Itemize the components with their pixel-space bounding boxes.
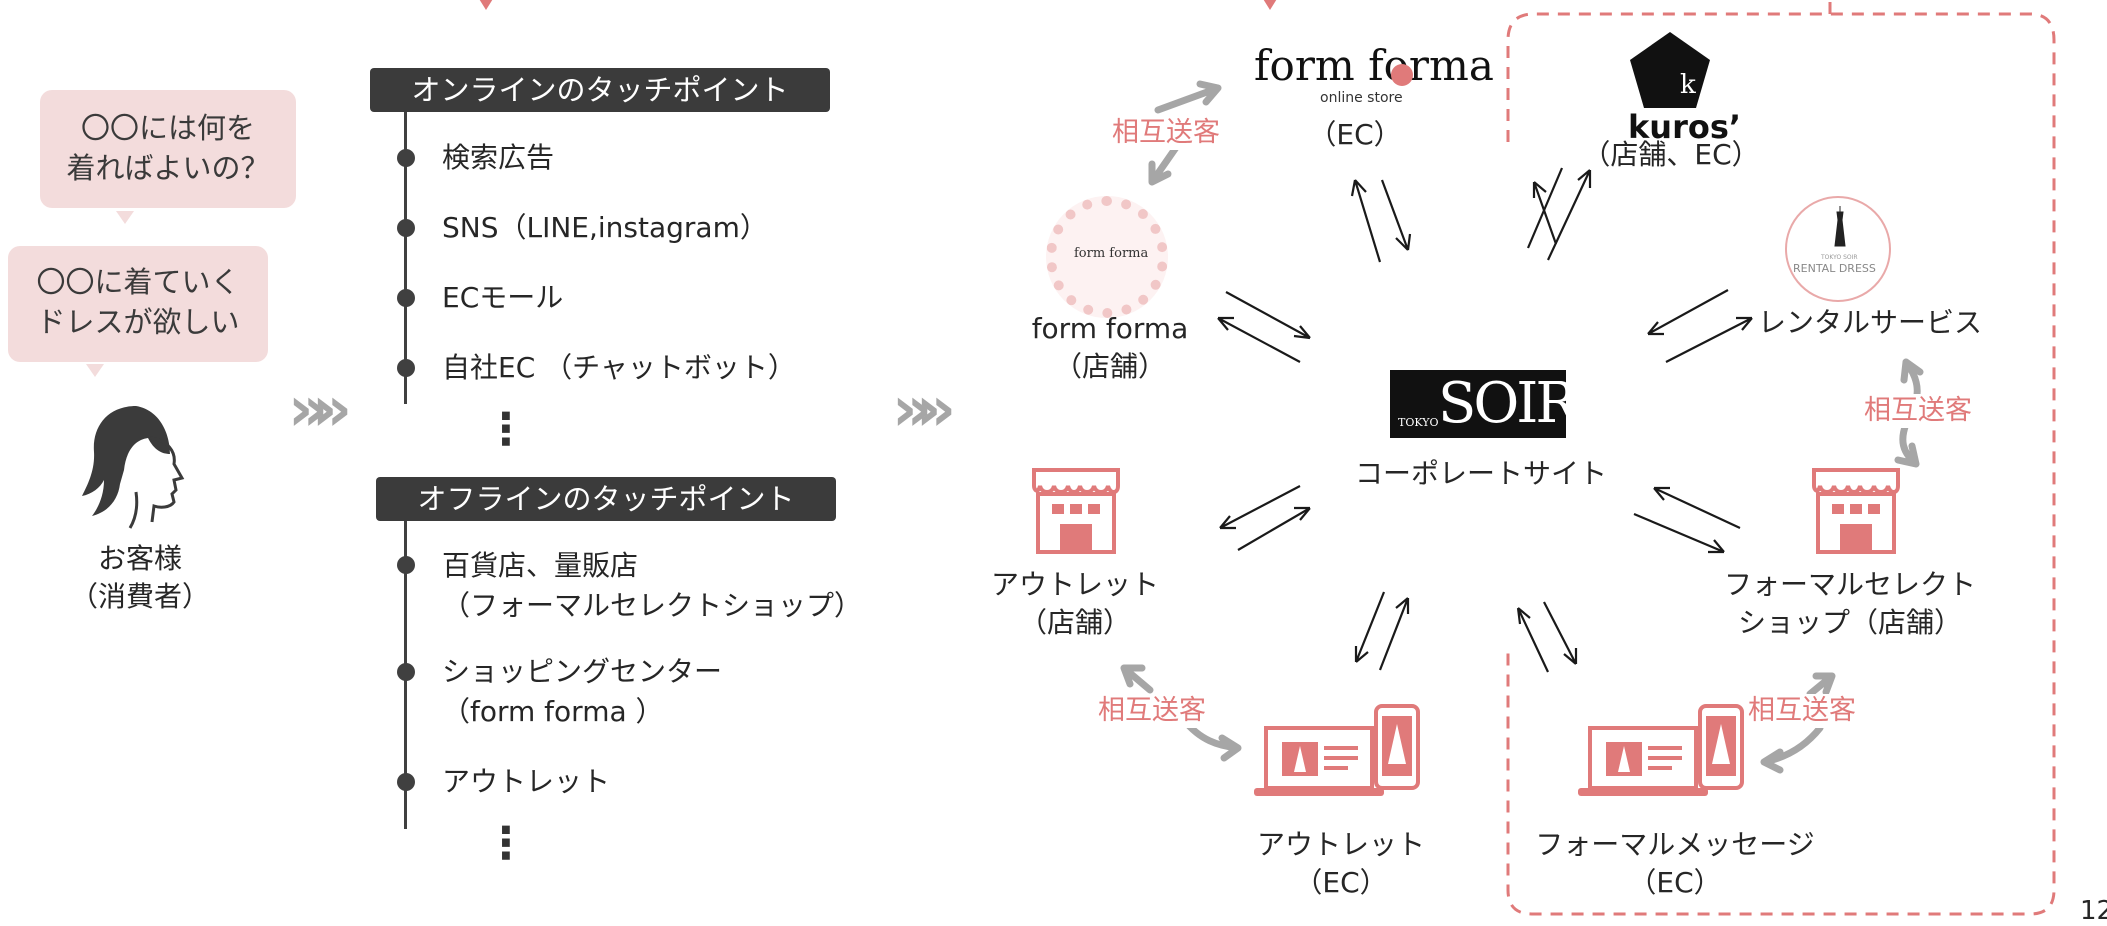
offline-item-line: 百貨店、量販店 bbox=[442, 549, 639, 582]
consumer-label-line: お客様 bbox=[97, 542, 182, 575]
bubble-line: 着ればよいの？ bbox=[66, 151, 270, 185]
double-arrow-icon bbox=[1532, 181, 1558, 245]
double-arrow-icon bbox=[1633, 486, 1741, 554]
mutual-referral-label: 相互送客 bbox=[1748, 694, 1856, 728]
pointer-triangle-left bbox=[476, 0, 496, 10]
online-heading: オンラインのタッチポイント bbox=[370, 68, 830, 112]
dress-icon bbox=[1834, 206, 1846, 247]
logo-text: TOKYO SOIR bbox=[1821, 254, 1858, 261]
consumer-label-line: （消費者） bbox=[69, 580, 210, 613]
bubble-line: 〇〇には何を bbox=[80, 111, 255, 145]
double-arrow-icon bbox=[1219, 485, 1311, 551]
timeline-dot bbox=[397, 219, 415, 237]
double-arrow-icon bbox=[1354, 591, 1410, 671]
logo-subtext: online store bbox=[1320, 90, 1403, 106]
tokyo-soir-logo: TOKYO SOIR bbox=[1390, 370, 1578, 438]
online-item: ECモール bbox=[442, 281, 564, 314]
double-arrow-icon bbox=[1526, 167, 1592, 261]
offline-heading: オフラインのタッチポイント bbox=[376, 477, 836, 521]
online-item: 検索広告 bbox=[442, 141, 555, 174]
node-label-line: form forma bbox=[1031, 312, 1189, 345]
online-item: SNS（LINE,instagram） bbox=[442, 211, 768, 244]
double-arrow-icon bbox=[1647, 289, 1753, 363]
woman-profile-icon bbox=[82, 406, 185, 529]
timeline-dot bbox=[397, 289, 415, 307]
node-label-line: アウトレット bbox=[1256, 828, 1425, 861]
node-label: （EC） bbox=[1308, 118, 1402, 151]
question-bubble: 〇〇には何を 着ればよいの？ bbox=[40, 90, 296, 208]
timeline-dot bbox=[397, 663, 415, 681]
offline-item: ショッピングセンター （form forma ） bbox=[442, 652, 722, 732]
double-arrow-icon bbox=[1516, 601, 1578, 673]
online-timeline bbox=[404, 112, 407, 404]
mutual-referral-label: 相互送客 bbox=[1112, 116, 1220, 150]
online-item: 自社EC （チャットボット） bbox=[442, 351, 796, 384]
node-label-line: ショップ（店舗） bbox=[1737, 606, 1962, 639]
mutual-referral-label: 相互送客 bbox=[1098, 694, 1206, 728]
logo-text: form forma bbox=[1074, 246, 1149, 261]
timeline-dot bbox=[397, 359, 415, 377]
node-label-line: フォーマルセレクト bbox=[1723, 568, 1976, 601]
consumer-label: お客様 （消費者） bbox=[60, 540, 220, 616]
offline-item-line: ショッピングセンター bbox=[442, 655, 723, 688]
node-label: フォーマルセレクト ショップ（店舗） bbox=[1720, 566, 1980, 642]
bubble-line: 〇〇に着ていく bbox=[36, 265, 240, 299]
ec-devices-icon bbox=[1254, 704, 1420, 796]
double-arrow-icon bbox=[1350, 179, 1412, 263]
logo-text: RENTAL DRESS bbox=[1793, 262, 1876, 275]
offline-item-line: （form forma ） bbox=[442, 695, 664, 728]
formforma-store-logo: form forma bbox=[1046, 196, 1168, 318]
node-label: アウトレット （店舗） bbox=[980, 566, 1170, 642]
rental-dress-logo: TOKYO SOIR RENTAL DRESS bbox=[1785, 196, 1891, 302]
timeline-dot bbox=[397, 556, 415, 574]
node-label-line: （店舗） bbox=[1018, 606, 1131, 639]
logo-text: form forma bbox=[1254, 41, 1494, 90]
wish-bubble: 〇〇に着ていく ドレスが欲しい bbox=[8, 246, 268, 362]
node-label: （店舗、EC） bbox=[1582, 138, 1760, 171]
offline-item: 百貨店、量販店 （フォーマルセレクトショップ） bbox=[442, 546, 862, 626]
node-label-line: （店舗） bbox=[1053, 350, 1166, 383]
node-label: フォーマルメッセージ （EC） bbox=[1530, 826, 1820, 902]
logo-small-text: TOKYO bbox=[1398, 416, 1439, 429]
double-arrow-icon bbox=[1217, 291, 1311, 363]
node-label-line: （EC） bbox=[1628, 866, 1722, 899]
mutual-referral-label: 相互送客 bbox=[1864, 394, 1972, 428]
corporate-site-label: コーポレートサイト bbox=[1355, 457, 1608, 490]
node-label-line: フォーマルメッセージ bbox=[1535, 828, 1815, 861]
node-label: レンタルサービス bbox=[1758, 306, 1983, 339]
pointer-triangle-right bbox=[1260, 0, 1280, 10]
offline-item: アウトレット bbox=[442, 765, 611, 798]
formforma-ec-logo: form forma bbox=[1254, 42, 1494, 90]
page-number: 12 bbox=[2080, 896, 2107, 926]
timeline-dot bbox=[397, 773, 415, 791]
timeline-dot bbox=[397, 149, 415, 167]
pink-dot-icon bbox=[1391, 64, 1413, 86]
ec-devices-icon bbox=[1578, 704, 1744, 796]
offline-item-line: （フォーマルセレクトショップ） bbox=[442, 589, 863, 622]
kuros-logo-letter: k bbox=[1680, 70, 1696, 100]
kuros-logo-icon bbox=[1630, 32, 1710, 108]
node-label: アウトレット （EC） bbox=[1246, 826, 1436, 902]
bubble-tail bbox=[116, 211, 134, 224]
node-label: form forma （店舗） bbox=[1020, 310, 1200, 386]
store-icon bbox=[1812, 468, 1900, 554]
kuros-logo-name: kuros’ bbox=[1628, 108, 1742, 146]
bubble-line: ドレスが欲しい bbox=[36, 305, 240, 339]
node-label-line: （EC） bbox=[1294, 866, 1388, 899]
node-label-line: アウトレット bbox=[990, 568, 1159, 601]
bubble-tail bbox=[86, 364, 104, 377]
logo-big-text: SOIR bbox=[1438, 371, 1578, 436]
store-icon bbox=[1032, 468, 1120, 554]
